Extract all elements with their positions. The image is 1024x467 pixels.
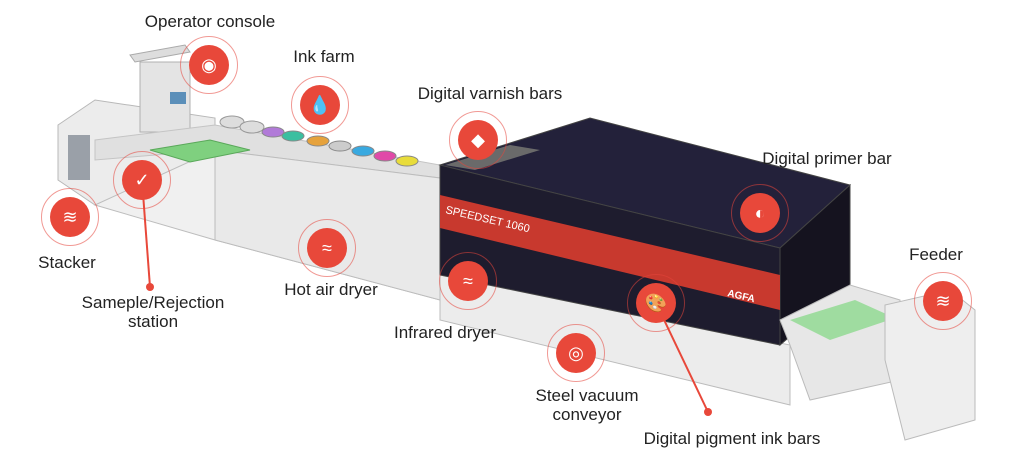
diamond-icon: ◆ <box>458 120 498 160</box>
tape-icon: ◎ <box>556 333 596 373</box>
digital-pigment-ink-bars-label: Digital pigment ink bars <box>644 429 821 448</box>
ink-tanks <box>219 115 419 167</box>
label-line: Feeder <box>909 245 963 264</box>
hot-air-dryer-label: Hot air dryer <box>284 280 378 299</box>
label-line: station <box>127 312 179 331</box>
wind-icon: ≈ <box>307 228 347 268</box>
label-line: Infrared dryer <box>393 323 497 342</box>
operator-console-marker[interactable]: ◉ <box>180 36 238 94</box>
ink-farm-label: Ink farm <box>293 47 354 66</box>
label-line: Steel vacuum <box>535 386 639 405</box>
sample-rejection-station-marker[interactable]: ✓ <box>113 151 171 209</box>
palette-icon: 🎨 <box>636 283 676 323</box>
digital-primer-bar-label: Digital primer bar <box>762 149 891 168</box>
sample-rejection-station-leader-dot <box>146 283 154 291</box>
label-line: Sameple/Rejection <box>81 293 225 312</box>
digital-varnish-bars-label: Digital varnish bars <box>418 84 563 103</box>
stacker-marker[interactable]: ≋ <box>41 188 99 246</box>
steel-vacuum-conveyor-marker[interactable]: ◎ <box>547 324 605 382</box>
label-line: conveyor <box>552 405 622 424</box>
ink-farm-marker[interactable]: 💧 <box>291 76 349 134</box>
digital-pigment-ink-bars-marker[interactable]: 🎨 <box>627 274 685 332</box>
half-circle-icon: ◐ <box>740 193 780 233</box>
operator-console-label: Operator console <box>145 12 275 31</box>
label-line: Ink farm <box>293 47 355 66</box>
feeder-label: Feeder <box>909 245 963 264</box>
eye-icon: ◉ <box>189 45 229 85</box>
layers-icon: ≋ <box>923 281 963 321</box>
feeder-marker[interactable]: ≋ <box>914 272 972 330</box>
digital-pigment-ink-bars-leader-dot <box>704 408 712 416</box>
wind-icon: ≈ <box>448 261 488 301</box>
stacker-label: Stacker <box>38 253 96 272</box>
drop-icon: 💧 <box>300 85 340 125</box>
label-line: Hot air dryer <box>284 280 378 299</box>
digital-primer-bar-marker[interactable]: ◐ <box>731 184 789 242</box>
label-line: Digital pigment ink bars <box>643 429 821 448</box>
infrared-dryer-marker[interactable]: ≈ <box>439 252 497 310</box>
label-line: Stacker <box>38 253 96 272</box>
infrared-dryer-label: Infrared dryer <box>394 323 496 342</box>
label-line: Digital varnish bars <box>417 84 563 103</box>
label-line: Digital primer bar <box>762 149 892 168</box>
hot-air-dryer-marker[interactable]: ≈ <box>298 219 356 277</box>
label-line: Operator console <box>144 12 276 31</box>
clipboard-check-icon: ✓ <box>122 160 162 200</box>
digital-varnish-bars-marker[interactable]: ◆ <box>449 111 507 169</box>
layers-icon: ≋ <box>50 197 90 237</box>
